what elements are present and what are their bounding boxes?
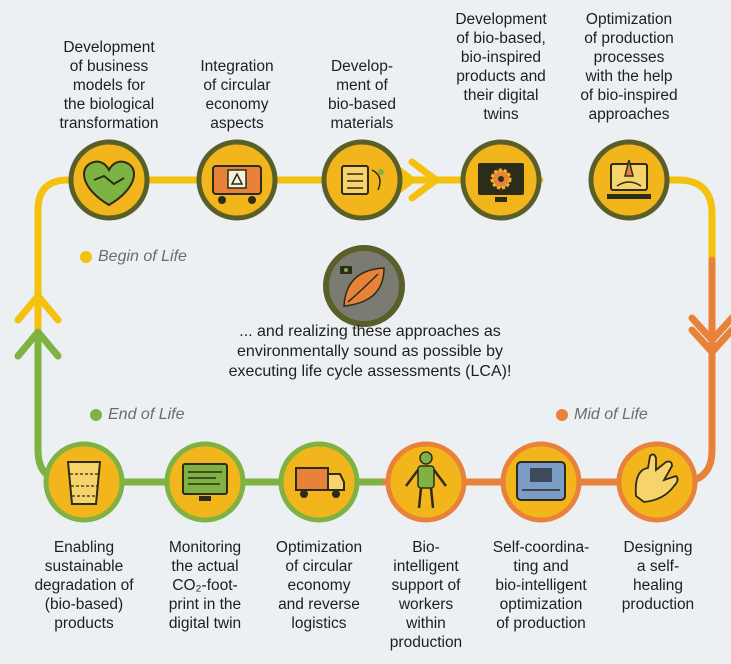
legend-mid-of-life-label: Mid of Life xyxy=(574,406,648,423)
bio-laser-process-icon xyxy=(607,159,651,199)
node-reverse-logistics xyxy=(278,441,360,523)
label-reverse-logistics: Optimization of circular economy and rev… xyxy=(275,539,363,632)
lca-description: ... and realizing these approaches as en… xyxy=(228,323,512,380)
legend-mid-of-life: Mid of Life xyxy=(556,406,648,424)
label-degradation: Enabling sustainable degradation of (bio… xyxy=(34,539,134,632)
node-degradation xyxy=(43,441,125,523)
label-circular-economy: Integration of circular economy aspects xyxy=(200,58,274,132)
node-worker-support xyxy=(385,441,467,523)
legend-end-of-life: End of Life xyxy=(90,406,185,424)
node-circular-economy xyxy=(196,139,278,221)
node-co2-monitoring xyxy=(164,441,246,523)
co2-monitor-icon xyxy=(182,463,228,501)
bio-material-icon xyxy=(341,165,384,195)
legend-begin-of-life: Begin of Life xyxy=(80,248,187,266)
degradable-container-icon xyxy=(66,461,102,505)
legend-begin-of-life-label: Begin of Life xyxy=(98,248,187,265)
node-bio-products xyxy=(460,139,542,221)
label-business-models: Development of business models for the b… xyxy=(59,39,159,132)
label-self-coordinating: Self-coordina- ting and bio-intelligent … xyxy=(492,539,590,632)
digital-twin-gear-icon xyxy=(478,163,524,202)
label-bio-products: Development of bio-based, bio-inspired p… xyxy=(455,11,547,123)
handshake-heart-icon xyxy=(83,160,135,207)
node-business-models xyxy=(68,139,150,221)
node-bio-materials xyxy=(321,139,403,221)
label-production-processes: Optimization of production processes wit… xyxy=(580,11,678,123)
begin-of-life-path xyxy=(34,176,716,412)
leaf-lca-icon xyxy=(340,266,385,307)
robot-workstation-icon xyxy=(516,461,566,501)
legend-end-of-life-label: End of Life xyxy=(108,406,185,423)
recycling-device-icon xyxy=(212,165,262,204)
node-self-healing xyxy=(616,441,698,523)
exoskeleton-worker-icon xyxy=(405,451,447,509)
node-self-coordinating xyxy=(500,441,582,523)
label-worker-support: Bio- intelligent support of workers with… xyxy=(389,539,463,651)
label-bio-materials: Develop- ment of bio-based materials xyxy=(327,58,397,132)
recycling-truck-icon xyxy=(295,467,345,498)
end-of-life-dot xyxy=(90,409,102,421)
label-self-healing: Designing a self- healing production xyxy=(621,539,695,613)
self-healing-hand-icon xyxy=(634,453,679,503)
begin-of-life-dot xyxy=(80,251,92,263)
mid-of-life-dot xyxy=(556,409,568,421)
label-co2-monitoring: Monitoring the actual CO₂-foot- print in… xyxy=(168,539,242,632)
node-production-processes xyxy=(588,139,670,221)
node-lca xyxy=(323,245,405,327)
